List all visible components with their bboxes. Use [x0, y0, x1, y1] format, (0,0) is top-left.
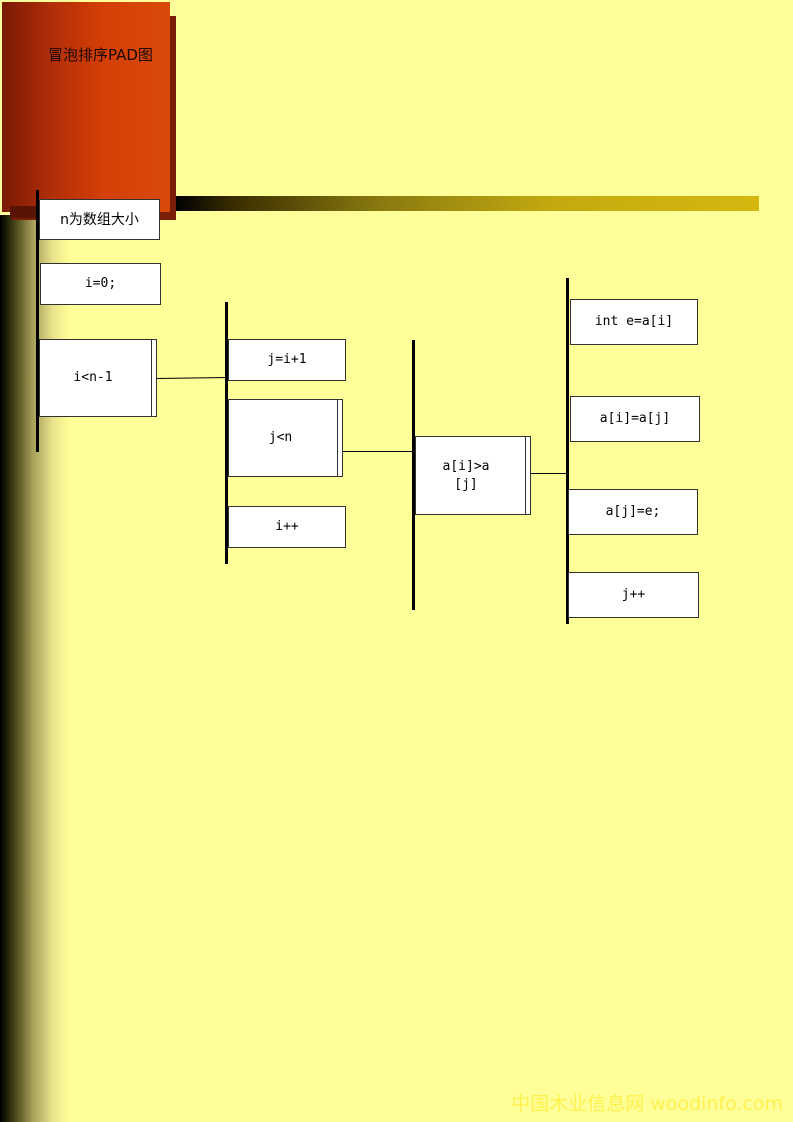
title-block	[2, 2, 170, 212]
node-loop-i: i<n-1	[39, 339, 157, 417]
connector-cond	[531, 473, 567, 474]
title-bar	[176, 196, 759, 211]
node-assign-j: j=i+1	[228, 339, 346, 381]
node-inc-i: i++	[228, 506, 346, 548]
node-swap-first: a[i]=a[j]	[570, 396, 700, 442]
diagram-title: 冒泡排序PAD图	[48, 46, 153, 64]
node-swap-second: a[j]=e;	[568, 489, 698, 535]
node-inc-j: j++	[568, 572, 699, 618]
node-n-description: n为数组大小	[39, 199, 160, 240]
title-bar-stub	[10, 206, 40, 218]
node-temp: int e=a[i]	[570, 299, 698, 345]
sequence-line-main	[36, 190, 39, 452]
sequence-line-swap	[566, 278, 569, 624]
connector-i-loop	[157, 377, 228, 379]
connector-j-loop	[342, 451, 414, 452]
watermark: 中国木业信息网 woodinfo.com	[511, 1093, 783, 1115]
sequence-line-i-loop	[225, 302, 228, 564]
node-init-i: i=0;	[40, 263, 161, 305]
node-loop-j: j<n	[228, 399, 343, 477]
sequence-line-j-loop	[412, 340, 415, 610]
node-condition: a[i]>a [j]	[415, 436, 531, 515]
